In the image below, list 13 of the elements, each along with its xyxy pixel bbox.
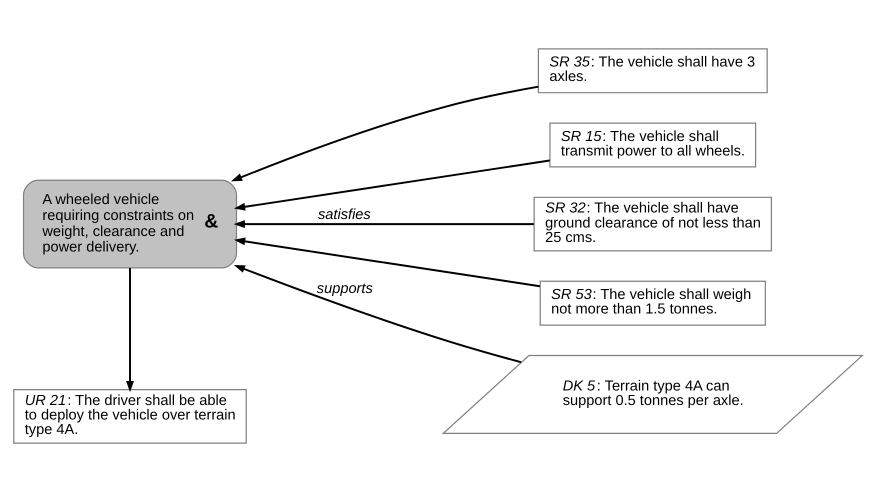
node-box: SR 15: The vehicle shall transmit power to all wheels. [549,122,756,168]
node-box: UR 21: The driver shall be able to deploy the vehicle over terrain type 4A. [13,388,247,444]
edge-label: satisfies [318,206,371,223]
arrow [234,220,534,228]
edge-label: supports [316,280,373,297]
node-box: SR 35: The vehicle shall have 3 axles. [538,48,768,94]
node-box: SR 32: The vehicle shall have ground clearance of not less than 25 cms. [534,196,772,252]
arrow [234,264,522,364]
arrow [234,160,550,211]
arrow [234,238,540,288]
arrow [230,86,539,182]
arrow [126,268,134,392]
node-box: SR 53: The vehicle shall weigh not more than 1.5 tonnes. [540,280,766,326]
